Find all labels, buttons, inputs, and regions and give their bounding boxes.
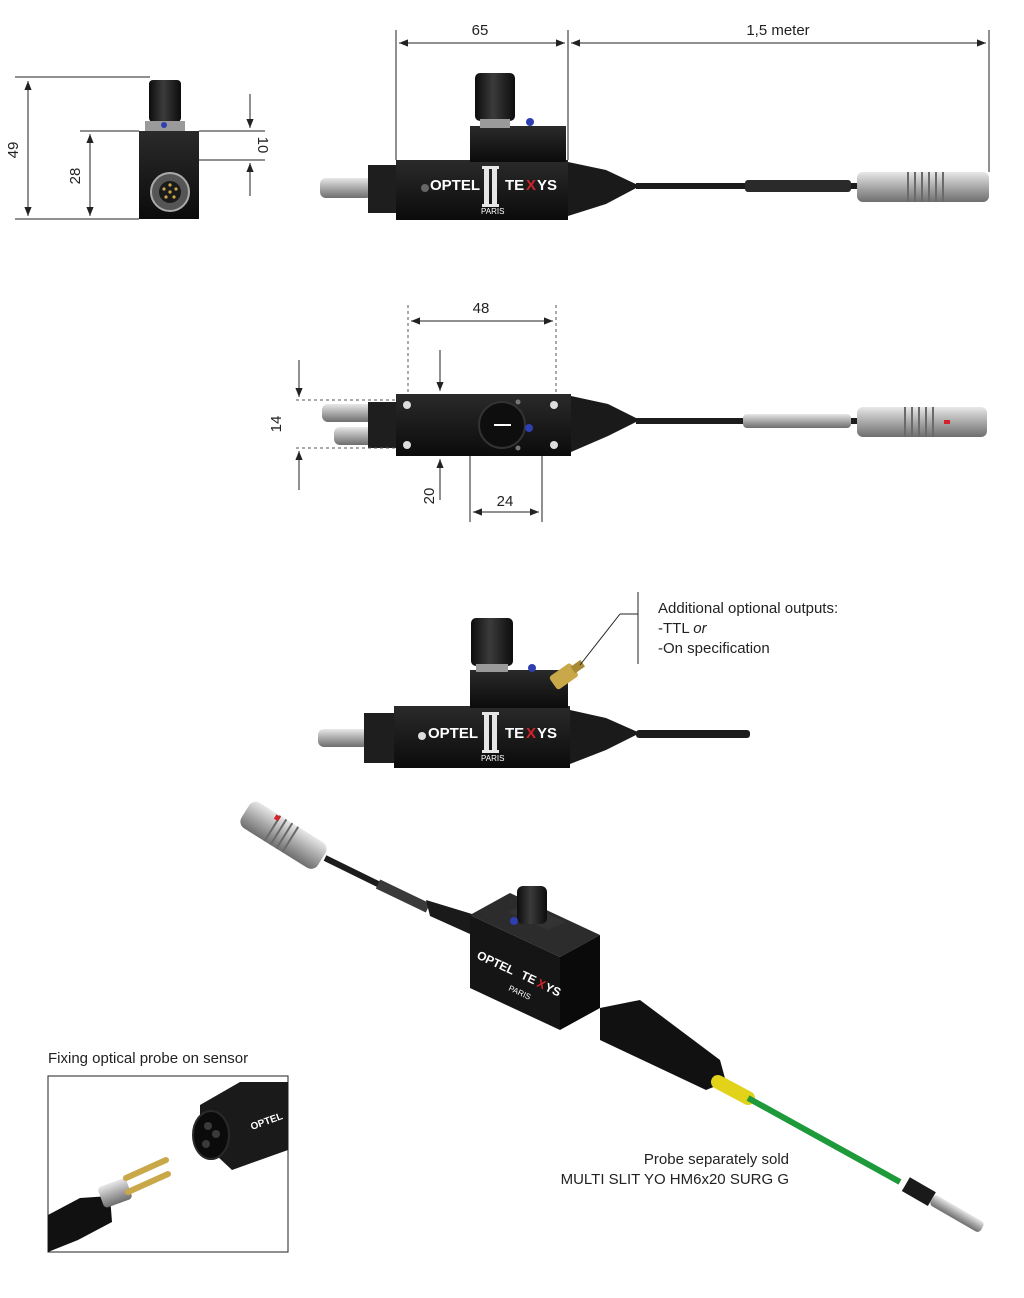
variant-cable — [636, 730, 750, 738]
iso-brand-right-b: YS — [543, 980, 563, 999]
top-connector-grip — [904, 407, 934, 437]
variant-knob-base — [476, 664, 508, 672]
top-connector-mark — [944, 420, 950, 424]
top-strain-relief — [571, 396, 640, 452]
front-connector-grip — [907, 172, 944, 202]
fixing-inset: Fixing optical probe on sensor OPTEL — [47, 1050, 289, 1253]
outputs-or: or — [693, 620, 707, 637]
dim-body-height: 28 — [67, 168, 84, 185]
variant-brand-logo-icon — [482, 712, 499, 753]
iso-knob — [517, 886, 547, 924]
variant-knob — [471, 618, 513, 666]
output-variant-view: OPTEL TE X YS PARIS Additional optional … — [318, 592, 838, 768]
dim-cable-length: 1,5 meter — [746, 22, 809, 39]
front-body-top — [470, 126, 566, 162]
inset-sensor-face — [192, 1110, 230, 1160]
top-lemo-connector — [857, 407, 987, 437]
iso-body-front — [470, 915, 560, 1030]
variant-brand-right-b: YS — [537, 725, 557, 742]
front-cable-sleeve — [745, 180, 851, 192]
iso-body-top — [470, 893, 600, 957]
probe-note-line1: Probe separately sold — [644, 1151, 789, 1168]
top-probe-tip-lower — [334, 427, 374, 445]
front-brand-x: X — [526, 177, 536, 194]
inset-probe-handle — [48, 1196, 112, 1252]
iso-cable-upper — [323, 855, 382, 888]
dim-top-offset: 20 — [421, 488, 438, 505]
top-screw-icon — [550, 401, 558, 409]
inset-probe-collar — [98, 1178, 132, 1208]
isometric-view: OPTEL TE X YS PARIS Probe separately sol… — [240, 801, 984, 1232]
top-probe-tip-upper — [322, 404, 374, 422]
iso-connector — [240, 801, 327, 869]
inset-probe-pin — [125, 1171, 171, 1195]
top-screw-icon — [550, 441, 558, 449]
iso-body-side — [560, 935, 600, 1030]
variant-brand-city: PARIS — [481, 754, 504, 763]
outputs-ttl: -TTL — [658, 620, 689, 637]
front-screw-icon — [421, 184, 429, 192]
front-brand-left: OPTEL — [430, 177, 480, 194]
outputs-spec: -On specification — [658, 640, 770, 657]
variant-brand-x: X — [526, 725, 536, 742]
outputs-title: Additional optional outputs: — [658, 600, 838, 617]
front-brand-city: PARIS — [481, 207, 504, 216]
top-screw-icon — [515, 399, 521, 405]
dim-top-height: 14 — [268, 416, 285, 433]
front-brand-logo-icon — [482, 166, 499, 207]
top-screw-icon — [515, 445, 521, 451]
dim-total-height: 49 — [5, 142, 22, 159]
side-knob — [149, 80, 181, 122]
top-probe-holder — [368, 402, 398, 448]
side-led-icon — [161, 122, 167, 128]
variant-probe-holder — [364, 713, 396, 763]
front-brand-right-a: TE — [505, 177, 524, 194]
top-cable-sleeve — [743, 414, 851, 428]
front-knob-base — [480, 119, 510, 128]
top-screw-icon — [403, 441, 411, 449]
front-probe-holder — [368, 165, 398, 213]
side-connector-pins — [162, 183, 178, 199]
iso-probe-band — [711, 1075, 755, 1105]
front-led-icon — [526, 118, 534, 126]
dim-top-width: 48 — [473, 300, 490, 317]
iso-probe-tip — [901, 1177, 984, 1232]
dim-knob-pos: 24 — [497, 493, 514, 510]
top-screw-icon — [403, 401, 411, 409]
iso-probe-fiber — [746, 1095, 902, 1185]
top-view: 48 14 20 24 — [268, 300, 987, 522]
inset-sensor-holes — [202, 1122, 220, 1148]
top-led-icon — [525, 424, 533, 432]
front-knob — [475, 73, 515, 121]
variant-screw-icon — [418, 732, 426, 740]
iso-brand-right-a: TE — [519, 968, 539, 987]
fixing-caption: Fixing optical probe on sensor — [48, 1050, 248, 1067]
dim-knob-offset: 10 — [254, 137, 271, 154]
iso-probe-handle — [600, 1000, 726, 1090]
dim-front-width: 65 — [472, 22, 489, 39]
probe-note-line2: MULTI SLIT YO HM6x20 SURG G — [561, 1171, 789, 1188]
front-view: OPTEL TE X YS PARIS 65 1,5 meter — [320, 22, 990, 220]
variant-led-icon — [528, 664, 536, 672]
variant-brand-left: OPTEL — [428, 725, 478, 742]
inset-probe-pin — [123, 1157, 169, 1181]
outputs-ttl-line: -TTL or — [658, 620, 708, 637]
iso-led-icon — [510, 917, 518, 925]
variant-probe-tip — [318, 729, 368, 747]
variant-strain-relief — [570, 710, 640, 764]
iso-strain-relief — [426, 900, 472, 934]
callout-leader — [579, 613, 621, 666]
variant-brand-right-a: TE — [505, 725, 524, 742]
side-view: 49 28 10 — [5, 76, 271, 220]
front-brand-right-b: YS — [537, 177, 557, 194]
front-strain-relief — [568, 162, 640, 216]
iso-cable-sleeve — [375, 879, 431, 913]
front-probe-tip — [320, 178, 372, 198]
